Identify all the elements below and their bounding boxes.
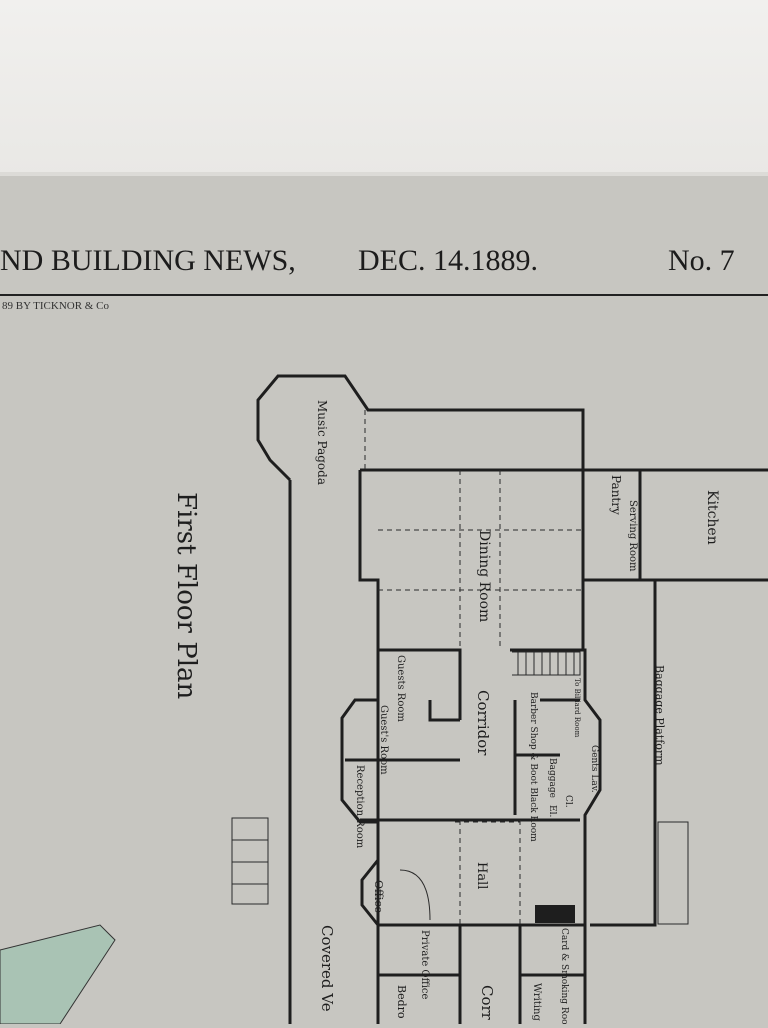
label-reception-room: Reception Room bbox=[354, 765, 365, 849]
label-pantry: Pantry bbox=[609, 475, 623, 515]
label-covered-veranda: Covered Ve bbox=[318, 925, 336, 1012]
label-guests-room-2: Guest's Room bbox=[378, 705, 389, 775]
masthead-number: No. 7 bbox=[668, 244, 735, 277]
label-dining-room: Dining Room bbox=[476, 530, 492, 622]
masthead-date: DEC. 14.1889. bbox=[358, 244, 538, 277]
label-corridor-2: Corr bbox=[478, 985, 496, 1021]
plan-walls bbox=[256, 374, 768, 1024]
label-barber: Barber Shop & Boot Black Room bbox=[528, 692, 538, 842]
label-writing-room: Writing Room bbox=[531, 983, 542, 1024]
label-elevator: El. bbox=[547, 805, 557, 817]
label-gents-lav: Gents Lav. bbox=[589, 745, 599, 793]
label-office: Office bbox=[372, 880, 385, 913]
label-bedroom: Bedro bbox=[395, 985, 408, 1019]
room-labels: Music Pagoda Pantry Serving Room Kitchen… bbox=[315, 400, 720, 1024]
fireplace bbox=[535, 905, 575, 923]
label-card-smoking: Card & Smoking Room bbox=[559, 928, 569, 1024]
print-sheet bbox=[0, 172, 768, 1028]
label-guests-room-1: Guests Room bbox=[395, 655, 406, 722]
label-corridor: Corridor bbox=[474, 690, 492, 756]
masthead-title: ND BUILDING NEWS, bbox=[0, 244, 296, 277]
label-closet: Cl. bbox=[563, 795, 573, 808]
label-baggage: Baggage bbox=[547, 758, 557, 798]
label-music-pagoda: Music Pagoda bbox=[315, 400, 329, 485]
label-baggage-platform: Baggage Platform bbox=[653, 665, 666, 766]
copyright-line: 89 BY TICKNOR & Co bbox=[2, 300, 109, 312]
masthead-rule bbox=[0, 294, 768, 296]
label-private-office: Private Office bbox=[419, 930, 430, 1000]
background-wall bbox=[0, 0, 768, 176]
label-kitchen: Kitchen bbox=[704, 490, 720, 545]
label-serving-room: Serving Room bbox=[627, 500, 638, 572]
plan-dashed-lines bbox=[364, 410, 583, 925]
plan-title: First Floor Plan bbox=[171, 492, 201, 700]
label-hall: Hall bbox=[474, 862, 489, 889]
label-to-billiard: To Billiard Room bbox=[573, 678, 581, 738]
stairs bbox=[231, 651, 689, 925]
site-plan-corner bbox=[0, 924, 116, 1024]
